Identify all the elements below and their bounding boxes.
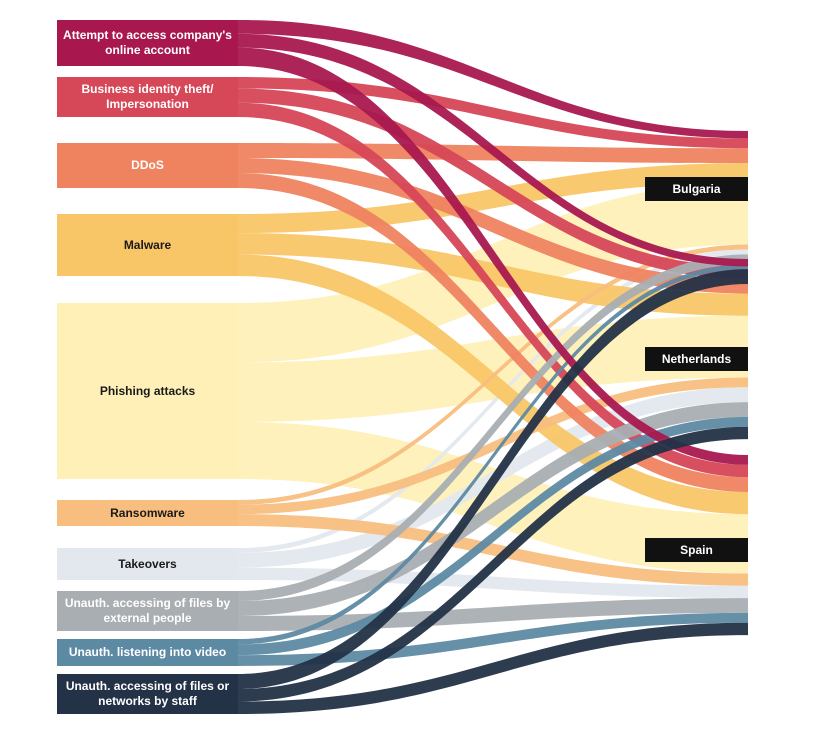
source-node-bit: Business identity theft/ Impersonation bbox=[57, 77, 238, 117]
source-label-video: Unauth. listening into video bbox=[68, 645, 227, 659]
source-label-external: Unauth. accessing of files by external p… bbox=[64, 596, 231, 625]
source-node-phishing: Phishing attacks bbox=[57, 303, 238, 479]
flow-phishing-to-netherlands bbox=[238, 315, 748, 422]
flow-external-to-netherlands bbox=[238, 402, 748, 616]
source-label-ransomware: Ransomware bbox=[110, 505, 185, 520]
flow-ransomware-to-spain bbox=[238, 514, 748, 586]
source-label-staff: Unauth. accessing of files or networks b… bbox=[65, 679, 230, 708]
source-node-takeovers: Takeovers bbox=[57, 548, 238, 580]
flow-video-to-netherlands bbox=[238, 416, 748, 656]
flow-bit-to-bulgaria bbox=[238, 77, 748, 149]
source-label-malware: Malware bbox=[123, 237, 172, 252]
target-node-netherlands: Netherlands bbox=[645, 347, 748, 371]
flow-bit-to-netherlands bbox=[238, 88, 748, 279]
flow-external-to-bulgaria bbox=[238, 254, 748, 601]
target-label-netherlands: Netherlands bbox=[661, 352, 732, 366]
flow-staff-to-bulgaria bbox=[238, 269, 748, 689]
flow-ransomware-to-bulgaria bbox=[238, 244, 748, 505]
source-node-staff: Unauth. accessing of files or networks b… bbox=[57, 674, 238, 714]
flow-video-to-bulgaria bbox=[238, 264, 748, 645]
flow-takeovers-to-spain bbox=[238, 567, 748, 599]
target-node-spain: Spain bbox=[645, 538, 748, 562]
flow-attempt-to-bulgaria bbox=[238, 20, 748, 139]
flow-malware-to-netherlands bbox=[238, 233, 748, 316]
flow-staff-to-spain bbox=[238, 622, 748, 714]
source-node-ddos: DDoS bbox=[57, 143, 238, 188]
flow-phishing-to-spain bbox=[238, 421, 748, 574]
flow-takeovers-to-bulgaria bbox=[238, 249, 748, 553]
flow-attempt-to-netherlands bbox=[238, 33, 748, 267]
flow-bit-to-spain bbox=[238, 102, 748, 478]
source-label-ddos: DDoS bbox=[131, 158, 164, 172]
target-node-bulgaria: Bulgaria bbox=[645, 177, 748, 201]
flow-attempt-to-spain bbox=[238, 47, 748, 465]
source-label-takeovers: Takeovers bbox=[118, 556, 177, 571]
flow-video-to-spain bbox=[238, 612, 748, 666]
source-node-video: Unauth. listening into video bbox=[57, 639, 238, 666]
source-node-ransomware: Ransomware bbox=[57, 500, 238, 526]
flow-ransomware-to-netherlands bbox=[238, 377, 748, 515]
flow-ddos-to-spain bbox=[238, 173, 748, 493]
target-label-bulgaria: Bulgaria bbox=[672, 182, 721, 196]
source-node-external: Unauth. accessing of files by external p… bbox=[57, 591, 238, 631]
source-node-attempt: Attempt to access company's online accou… bbox=[57, 20, 238, 66]
source-label-bit: Business identity theft/ Impersonation bbox=[81, 82, 214, 111]
flow-ddos-to-netherlands bbox=[238, 158, 748, 294]
flow-malware-to-spain bbox=[238, 254, 748, 515]
source-node-malware: Malware bbox=[57, 214, 238, 276]
source-label-phishing: Phishing attacks bbox=[99, 383, 196, 398]
flow-staff-to-netherlands bbox=[238, 426, 748, 702]
source-label-attempt: Attempt to access company's online accou… bbox=[63, 28, 232, 57]
target-label-spain: Spain bbox=[680, 543, 713, 557]
